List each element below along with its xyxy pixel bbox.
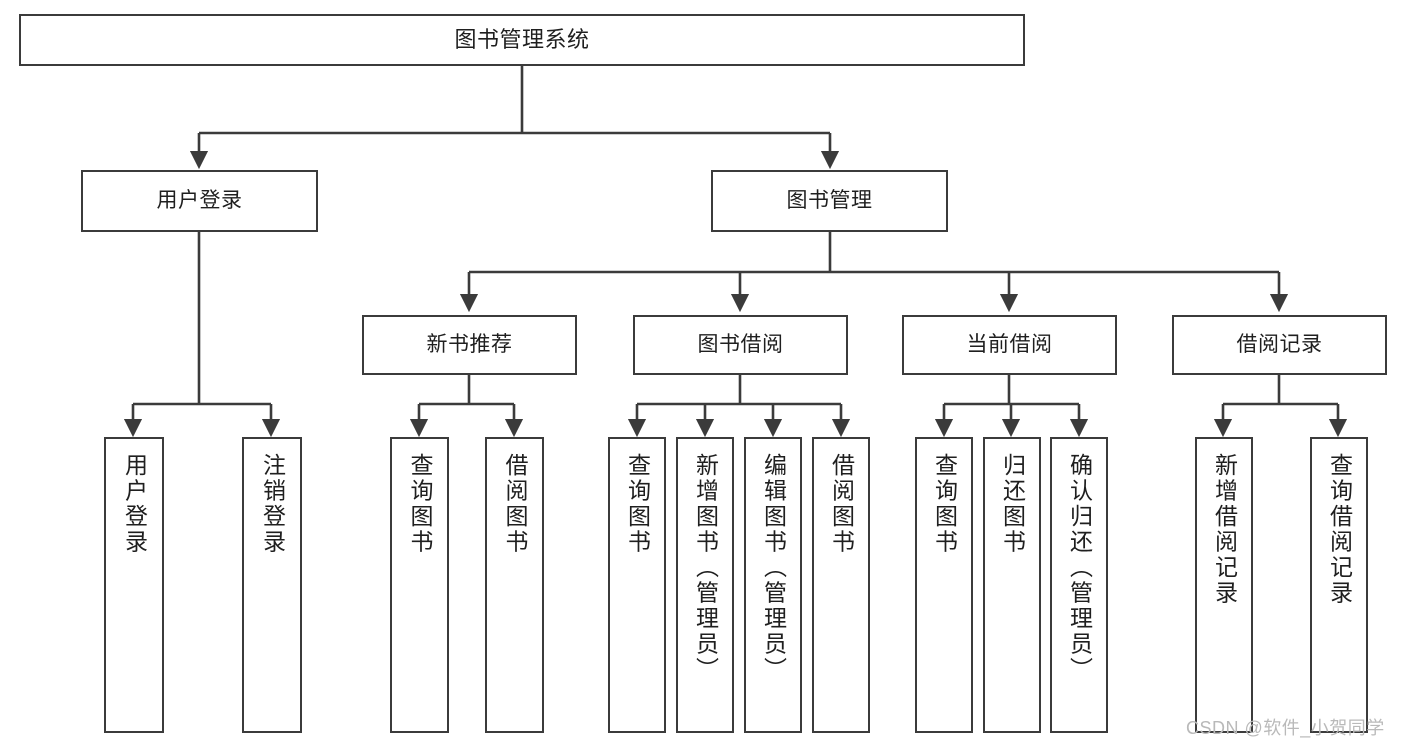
leaf-confirm-return[interactable]: 确认归还（管理员） [1050, 437, 1108, 733]
node-borrow-record[interactable]: 借阅记录 [1172, 315, 1387, 375]
leaf-query-record[interactable]: 查询借阅记录 [1310, 437, 1368, 733]
leaf-add-record[interactable]: 新增借阅记录 [1195, 437, 1253, 733]
leaf-query-book-3-label: 查询图书 [931, 453, 958, 555]
leaf-return-book[interactable]: 归还图书 [983, 437, 1041, 733]
node-new-book-recommend-label: 新书推荐 [426, 332, 513, 356]
node-current-borrow[interactable]: 当前借阅 [902, 315, 1117, 375]
leaf-logout-login[interactable]: 注销登录 [242, 437, 302, 733]
node-current-borrow-label: 当前借阅 [966, 332, 1053, 356]
leaf-add-book-label: 新增图书（管理员） [692, 453, 719, 683]
leaf-logout-login-label: 注销登录 [259, 453, 286, 555]
leaf-query-book-2-label: 查询图书 [624, 453, 651, 555]
node-user-login[interactable]: 用户登录 [81, 170, 318, 232]
leaf-user-login[interactable]: 用户登录 [104, 437, 164, 733]
node-new-book-recommend[interactable]: 新书推荐 [362, 315, 577, 375]
leaf-add-book[interactable]: 新增图书（管理员） [676, 437, 734, 733]
node-user-login-label: 用户登录 [156, 188, 243, 212]
leaf-query-book-1-label: 查询图书 [407, 453, 433, 555]
leaf-borrow-book-2[interactable]: 借阅图书 [812, 437, 870, 733]
leaf-add-record-label: 新增借阅记录 [1211, 453, 1238, 606]
node-book-management[interactable]: 图书管理 [711, 170, 948, 232]
node-root-label: 图书管理系统 [454, 27, 590, 53]
node-book-management-label: 图书管理 [786, 188, 873, 212]
leaf-edit-book-label: 编辑图书（管理员） [760, 453, 787, 683]
leaf-edit-book[interactable]: 编辑图书（管理员） [744, 437, 802, 733]
node-root[interactable]: 图书管理系统 [19, 14, 1025, 66]
leaf-borrow-book-1-label: 借阅图书 [502, 453, 528, 555]
node-book-borrow-label: 图书借阅 [697, 332, 784, 356]
leaf-user-login-label: 用户登录 [121, 453, 148, 555]
watermark: CSDN @软件_小贺同学 [1186, 718, 1385, 738]
node-book-borrow[interactable]: 图书借阅 [633, 315, 848, 375]
leaf-return-book-label: 归还图书 [999, 453, 1026, 555]
leaf-borrow-book-2-label: 借阅图书 [828, 453, 855, 555]
leaf-borrow-book-1[interactable]: 借阅图书 [485, 437, 544, 733]
leaf-query-record-label: 查询借阅记录 [1326, 453, 1353, 606]
node-borrow-record-label: 借阅记录 [1236, 332, 1323, 356]
leaf-confirm-return-label: 确认归还（管理员） [1066, 453, 1093, 683]
leaf-query-book-3[interactable]: 查询图书 [915, 437, 973, 733]
leaf-query-book-2[interactable]: 查询图书 [608, 437, 666, 733]
leaf-query-book-1[interactable]: 查询图书 [390, 437, 449, 733]
